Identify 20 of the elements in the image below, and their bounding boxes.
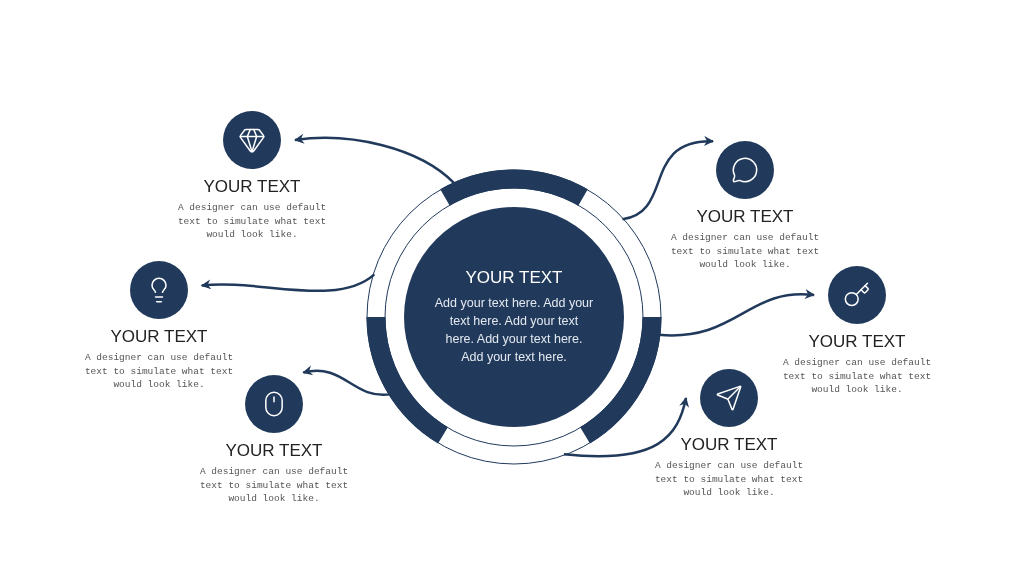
curved-arrow: [200, 273, 376, 293]
item-description: A designer can use default text to simulate what text would look like.: [83, 351, 235, 392]
curved-arrow: [302, 366, 391, 397]
item-title: YOUR TEXT: [680, 435, 778, 455]
item-description: A designer can use default text to simulate what text would look like.: [198, 465, 350, 506]
curved-arrow: [563, 397, 689, 458]
item-title: YOUR TEXT: [696, 207, 794, 227]
item-title: YOUR TEXT: [808, 332, 906, 352]
curved-arrow: [622, 136, 715, 221]
curved-arrow: [658, 289, 815, 337]
center-description: Add your text here. Add your text here. Add your text here. Add your text here. Add your text here.: [434, 295, 594, 366]
item-description: A designer can use default text to simulate what text would look like.: [669, 231, 821, 272]
curved-arrow: [294, 134, 456, 185]
item-description: A designer can use default text to simulate what text would look like.: [653, 459, 805, 500]
item-description: A designer can use default text to simulate what text would look like.: [781, 356, 933, 397]
center-title: YOUR TEXT: [465, 268, 563, 288]
item-title: YOUR TEXT: [110, 327, 208, 347]
item-title: YOUR TEXT: [203, 177, 301, 197]
item-title: YOUR TEXT: [225, 441, 323, 461]
item-description: A designer can use default text to simulate what text would look like.: [176, 201, 328, 242]
